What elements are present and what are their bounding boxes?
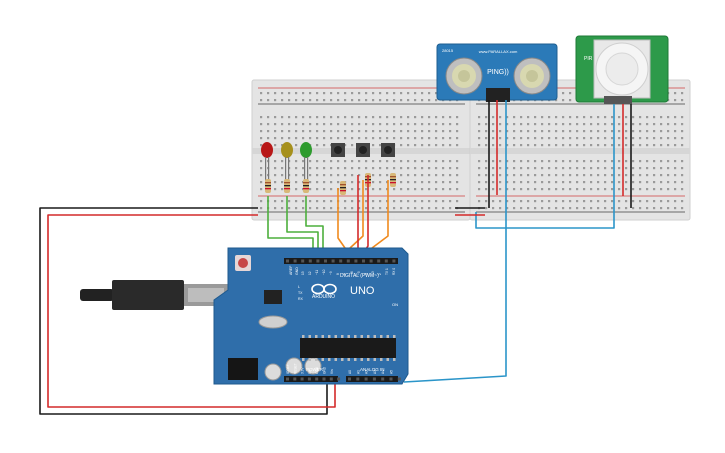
wire-red-5v xyxy=(47,214,336,408)
led-yellow xyxy=(281,142,293,185)
wire-blue-sensor-sig xyxy=(403,100,507,383)
wire-green-led-1 xyxy=(267,196,314,252)
analog-pin-label: A4 xyxy=(381,370,385,374)
pir-label: PIR xyxy=(584,56,593,62)
arduino-logo-icon xyxy=(311,283,337,295)
power-header xyxy=(284,376,338,382)
analog-header xyxy=(346,376,398,382)
digital-pin-label: ~3 xyxy=(371,271,375,275)
aref-label: AREF xyxy=(289,266,293,275)
ultrasonic-sensor: PING)) www.PARALLAX.com 28015 xyxy=(436,43,558,102)
digital-pin-label: ~5 xyxy=(357,271,361,275)
brand-label: ARDUINO xyxy=(312,294,335,300)
power-pin-label: Vin xyxy=(330,369,334,374)
resistor-4 xyxy=(340,181,346,195)
tx-label: TX xyxy=(298,291,303,295)
digital-pin-label: 8 xyxy=(336,273,340,275)
pushbutton-3 xyxy=(381,143,395,157)
pushbutton-2 xyxy=(356,143,370,157)
wire-black-gnd xyxy=(39,207,328,415)
digital-pin-label: 13 xyxy=(301,271,305,275)
digital-pin-label: 7 xyxy=(343,273,347,275)
power-label: POWER xyxy=(306,367,324,372)
gnd-label: GND xyxy=(295,267,299,275)
resistor-6 xyxy=(390,173,396,187)
ping-brand: www.PARALLAX.com xyxy=(479,49,518,54)
model-label: UNO xyxy=(350,285,375,297)
usb-cable xyxy=(80,280,228,310)
l-label: L xyxy=(298,285,300,289)
analog-pin-label: A0 xyxy=(348,370,352,374)
resistor-2 xyxy=(284,179,290,193)
power-pin-label: IOREF xyxy=(286,364,290,374)
digital-pin-label: RX 0 xyxy=(392,268,396,275)
power-pin-label: RESET xyxy=(293,363,297,374)
power-pin-label: GND xyxy=(323,366,327,374)
led-red xyxy=(261,142,273,185)
analog-label: ANALOG IN xyxy=(360,367,385,372)
ping-model: 28015 xyxy=(442,48,454,53)
led-green xyxy=(300,142,312,185)
pir-sensor: PIR xyxy=(575,35,669,104)
analog-pin-label: A1 xyxy=(356,370,360,374)
wire-blue-pir-sig xyxy=(475,104,615,229)
digital-pin-label: TX 1 xyxy=(385,268,389,275)
resistor-3 xyxy=(303,179,309,193)
on-label: ON xyxy=(392,302,398,307)
power-pin-label: 5V xyxy=(308,369,312,374)
digital-pin-label: 2 xyxy=(378,273,382,275)
digital-pin-label: ~6 xyxy=(350,271,354,275)
arduino-uno-board: DIGITAL (PWM~) POWER ANALOG IN ARDUINO U… xyxy=(213,247,409,385)
digital-pin-label: 12 xyxy=(308,271,312,275)
pushbutton-1 xyxy=(331,143,345,157)
wire-green-led-3 xyxy=(305,196,324,252)
ping-label: PING)) xyxy=(487,69,509,76)
digital-pin-label: ~10 xyxy=(322,269,326,275)
analog-pin-label: A2 xyxy=(365,370,369,374)
resistor-1 xyxy=(265,179,271,193)
digital-label: DIGITAL (PWM~) xyxy=(340,273,379,279)
digital-pin-label: ~9 xyxy=(329,271,333,275)
digital-pin-label: ~11 xyxy=(315,270,319,275)
wires xyxy=(39,100,632,415)
digital-pin-label: 4 xyxy=(364,273,368,275)
analog-pin-label: A3 xyxy=(373,370,377,374)
power-pin-label: GND xyxy=(315,366,319,374)
analog-pin-label: A5 xyxy=(390,370,394,374)
power-pin-label: 3.3V xyxy=(301,367,305,374)
rx-label: RX xyxy=(298,297,304,301)
wire-green-led-2 xyxy=(286,196,319,252)
